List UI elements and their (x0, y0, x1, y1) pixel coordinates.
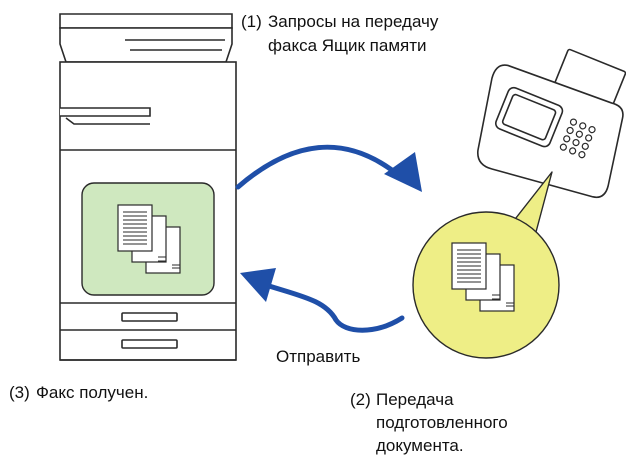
multifunction-printer-icon (59, 13, 237, 361)
curved-arrow-icon (240, 268, 405, 333)
step1-label-line1: Запросы на передачу (268, 12, 439, 31)
step2-number: (2) (350, 390, 371, 409)
step2-label-line2: подготовленного (376, 413, 508, 432)
fax-machine-icon (477, 48, 626, 199)
step3-number: (3) (9, 383, 30, 402)
step1-label-line2: факса Ящик памяти (268, 36, 427, 55)
step1-number: (1) (241, 12, 262, 31)
curved-arrow-icon (235, 144, 422, 192)
send-label: Отправить (276, 347, 361, 366)
step2-label-line3: документа. (376, 436, 464, 455)
step3-label: Факс получен. (36, 383, 149, 402)
step2-label-line1: Передача (376, 390, 454, 409)
